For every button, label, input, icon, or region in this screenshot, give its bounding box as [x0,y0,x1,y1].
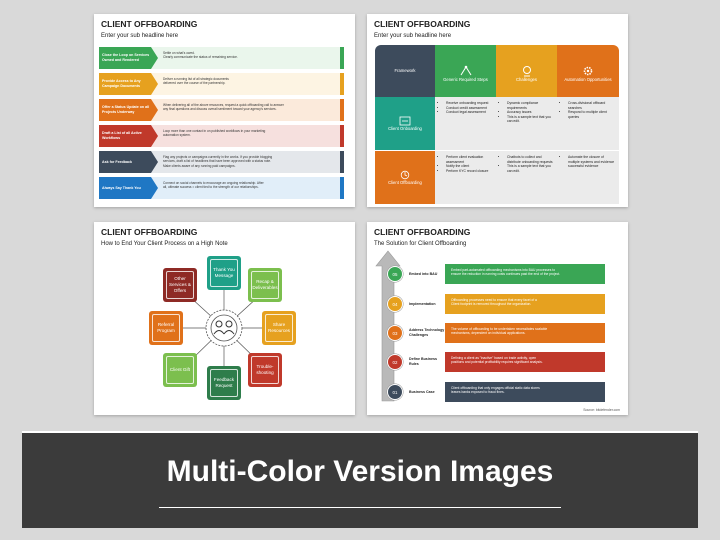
offboard-row-1: Settle on what's owed.Clearly communicat… [99,47,344,69]
table-header-steps: Generic Required Steps [435,45,496,97]
slide-title: CLIENT OFFBOARDING [101,227,198,237]
row-label: Ask for Feedback [99,151,151,173]
steps-icon [460,65,471,76]
hub-item-recap: Recap & Deliverables [248,268,282,302]
slide-subtitle: Enter your sub headline here [101,33,179,39]
slide-subtitle: How to End Your Client Process on a High… [101,241,228,247]
slide-title: CLIENT OFFBOARDING [374,19,471,29]
table-header-challenges: Challenges [496,45,557,97]
people-icon [213,320,235,335]
arrow-icon [151,125,158,147]
row-label: Draft a List of all Active Workflows [99,125,151,147]
offboarding-icon [400,170,410,179]
step-05: 05 Embed into BAU Embed part-automated o… [387,264,607,284]
slide-thumbnail-1[interactable]: CLIENT OFFBOARDING Enter your sub headli… [94,14,355,207]
hub-item-referral: Referral Program [149,311,183,345]
row-label-onboarding: Client Onboarding [375,97,435,150]
table-cell: Cross-divisional offboard searchesRespon… [557,97,619,150]
step-01: 01 Business Case Client offboarding that… [387,382,607,402]
banner-title: Multi-Color Version Images [166,455,554,488]
step-04: 04 Implementation Offboarding processes … [387,294,607,314]
banner: Multi-Color Version Images [22,431,698,528]
row-label: Close the Loop on Services Owned and Ren… [99,47,151,69]
slide-thumbnail-3[interactable]: CLIENT OFFBOARDING How to End Your Clien… [94,222,355,415]
table-cell: Dynamic compliance requirementsAccuracy … [496,97,557,150]
slide-thumbnail-4[interactable]: CLIENT OFFBOARDING The Solution for Clie… [367,222,628,415]
arrow-icon [151,99,158,121]
table-cell: Receive onboarding requestConduct credit… [435,97,496,150]
table-cell: Perform client evaluation assessmentNoti… [435,151,496,204]
hub-item-resources: Share Resources [262,311,296,345]
banner-divider [159,507,561,508]
hub-item-thank-you: Thank You Message [207,256,241,290]
hub-item-troubleshooting: Trouble-shooting [248,353,282,387]
step-02: 02 Define Business Rules Defining a clie… [387,352,607,372]
slide-title: CLIENT OFFBOARDING [101,19,198,29]
arrow-icon [151,151,158,173]
step-03: 03 Address Technology Challenges The vol… [387,323,607,343]
gear-icon [583,66,593,76]
challenges-icon [522,66,531,77]
offboard-row-3: When delivering all of the above resourc… [99,99,344,121]
hub-item-other-services: Other Services & Offers [163,268,197,302]
table-header-framework: Framework [375,45,435,97]
row-label: Offer a Status Update on all Projects Un… [99,99,151,121]
hub-item-feedback: Feedback Request [207,366,241,400]
arrow-icon [151,177,158,199]
source-note: Source: bitdefender.com [583,408,620,412]
slide-title: CLIENT OFFBOARDING [374,227,471,237]
slide-subtitle: The Solution for Client Offboarding [374,241,467,247]
slide-thumbnail-2[interactable]: CLIENT OFFBOARDING Enter your sub headli… [367,14,628,207]
table-header-automation: Automation Opportunities [557,45,619,97]
slide-subtitle: Enter your sub headline here [374,33,452,39]
table-cell: Automate the closure of multiple systems… [557,151,619,204]
offboard-row-6: Connect on social channels to encourage … [99,177,344,199]
row-label: Provide Access to Any Campaign Documents [99,73,151,95]
onboarding-icon [399,116,411,126]
offboard-row-4: Loop more than one contact in on publish… [99,125,344,147]
row-label: Always Say Thank You [99,177,151,199]
offboard-row-5: Flag any projects or campaigns currently… [99,151,344,173]
hub-item-client-gift: Client Gift [163,353,197,387]
table-cell: Chatbots to collect and distribute onboa… [496,151,557,204]
arrow-icon [151,47,158,69]
arrow-icon [151,73,158,95]
row-label-offboarding: Client Offboarding [375,151,435,204]
offboard-row-2: Deliver a running list of all strategic … [99,73,344,95]
